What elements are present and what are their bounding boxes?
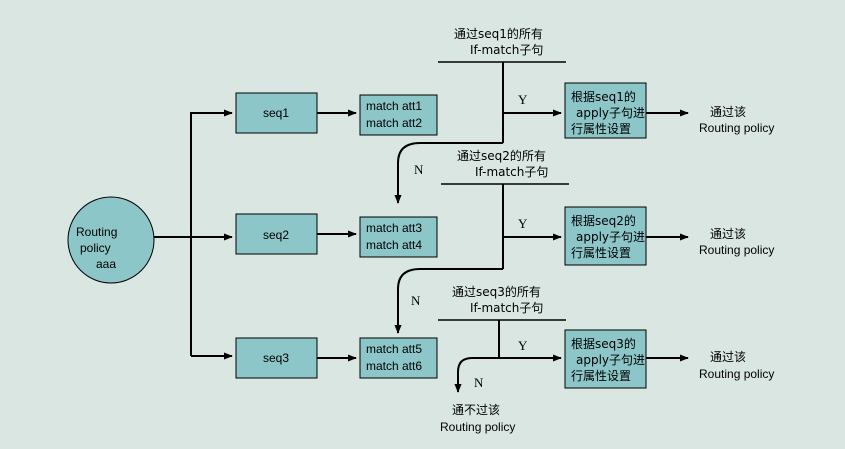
apply-box-1: 根据seq1的 apply子句进 行属性设置 (564, 82, 647, 139)
apply3-line2: apply子句进 (576, 353, 645, 367)
apply1-line1: 根据seq1的 (571, 89, 636, 104)
condition-seq2: 通过seq2的所有 If-match子句 Y N (394, 148, 569, 334)
apply-box-3: 根据seq3的 apply子句进 行属性设置 (564, 329, 647, 389)
cond1-line2: If-match子句 (470, 43, 543, 57)
match-att6: match att6 (366, 359, 422, 373)
apply2-line2: apply子句进 (576, 230, 645, 244)
result2-line2: Routing policy (699, 243, 774, 257)
seq2-label: seq2 (263, 228, 289, 242)
routing-policy-line1: Routing (76, 225, 117, 239)
apply1-line3: 行属性设置 (571, 122, 631, 136)
cond2-line1: 通过seq2的所有 (457, 148, 546, 163)
apply3-line1: 根据seq3的 (571, 336, 636, 351)
routing-policy-line2: policy (80, 241, 111, 255)
match-att5: match att5 (366, 342, 422, 356)
yes-label-3: Y (518, 338, 528, 353)
condition-seq3: 通过seq3的所有 If-match子句 Y N (438, 284, 566, 393)
seq2-node: seq2 (235, 213, 318, 255)
cond1-line1: 通过seq1的所有 (454, 26, 543, 41)
seq3-node: seq3 (235, 337, 318, 379)
result-seq3: 通过该 Routing policy (699, 350, 774, 381)
apply1-line2: apply子句进 (576, 106, 645, 120)
match-box-3: match att5 match att6 (359, 337, 438, 379)
seq3-label: seq3 (263, 351, 289, 365)
apply3-line3: 行属性设置 (571, 369, 631, 383)
apply2-line1: 根据seq2的 (571, 213, 636, 228)
match-att1: match att1 (366, 99, 422, 113)
cond2-line2: If-match子句 (475, 165, 548, 179)
result1-line2: Routing policy (699, 121, 774, 135)
fail-line1: 通不过该 (452, 403, 500, 417)
match-box-1: match att1 match att2 (359, 94, 438, 136)
seq1-label: seq1 (263, 106, 289, 120)
apply-box-2: 根据seq2的 apply子句进 行属性设置 (564, 206, 647, 266)
result3-line2: Routing policy (699, 367, 774, 381)
cond3-line1: 通过seq3的所有 (452, 284, 541, 299)
seq1-node: seq1 (235, 92, 318, 134)
result-seq1: 通过该 Routing policy (699, 105, 774, 135)
result1-line1: 通过该 (710, 105, 746, 119)
match-box-2: match att3 match att4 (359, 216, 438, 258)
match-att4: match att4 (366, 238, 422, 252)
condition-seq1: 通过seq1的所有 If-match子句 Y N (394, 26, 566, 204)
result3-line1: 通过该 (710, 350, 746, 364)
apply2-line3: 行属性设置 (571, 246, 631, 260)
no-label-1: N (414, 162, 424, 177)
cond3-line2: If-match子句 (470, 301, 543, 315)
match-att2: match att2 (366, 116, 422, 130)
yes-label-2: Y (518, 216, 528, 231)
no-label-3: N (474, 375, 484, 390)
routing-policy-node: Routing policy aaa (67, 196, 155, 284)
result-seq2: 通过该 Routing policy (699, 227, 774, 257)
routing-policy-line3: aaa (96, 257, 116, 271)
fail-line2: Routing policy (440, 420, 515, 434)
yes-label-1: Y (518, 92, 528, 107)
branch-connectors (154, 109, 233, 360)
fail-result: 通不过该 Routing policy (440, 403, 515, 434)
match-att3: match att3 (366, 221, 422, 235)
no-label-2: N (411, 293, 421, 308)
result2-line1: 通过该 (710, 227, 746, 241)
